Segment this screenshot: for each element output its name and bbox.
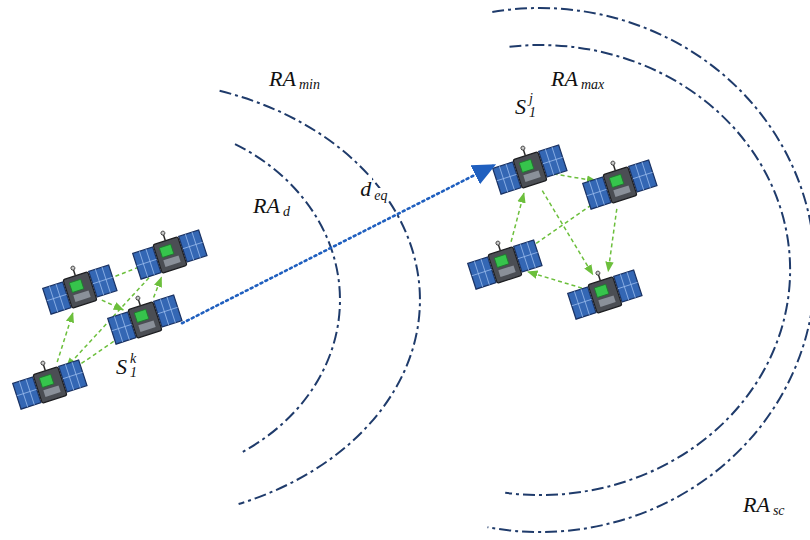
range-arc <box>220 91 420 504</box>
satellite-icon <box>464 230 543 290</box>
distance-arrow <box>182 165 494 323</box>
range-arc <box>505 45 790 495</box>
inter-satellite-links <box>57 174 617 372</box>
distance-symbol: d <box>359 176 372 201</box>
satellite-icon <box>104 285 183 345</box>
range-label: RA <box>742 492 771 517</box>
subscript-index: 1 <box>528 105 537 121</box>
satellite-icon <box>129 220 208 280</box>
subscript-label: max <box>580 77 605 93</box>
superscript-index: k <box>129 351 137 367</box>
link-line <box>542 191 592 275</box>
satellite-icon <box>39 255 118 315</box>
satellite-icon <box>564 260 643 320</box>
range-arc <box>488 8 810 532</box>
subscript-index: 1 <box>129 365 138 381</box>
satellite-node: S1k <box>108 288 182 396</box>
link-line <box>554 174 597 181</box>
link-line <box>154 277 162 297</box>
link-line <box>57 313 73 362</box>
link-line <box>608 209 617 271</box>
link-line <box>511 193 524 242</box>
satellite-icon <box>9 350 88 410</box>
satellite-icon <box>579 150 658 210</box>
satellite-icon <box>489 135 568 195</box>
range-label: RA <box>252 193 281 218</box>
satellite-symbol: S <box>115 354 128 379</box>
satellite-node: S1j <box>494 92 566 202</box>
range-arc <box>235 144 340 453</box>
range-label: RA <box>268 66 297 91</box>
subscript-label: min <box>298 77 321 93</box>
subscript-label: eq <box>373 188 388 204</box>
range-arcs <box>220 8 810 532</box>
subscript-label: d <box>282 204 291 220</box>
subscript-label: sc <box>772 503 786 519</box>
satellite-symbol: S <box>514 94 527 119</box>
link-line <box>528 272 582 288</box>
superscript-index: j <box>528 91 534 107</box>
satellites <box>9 135 658 410</box>
link-line <box>525 199 601 252</box>
range-label: RA <box>550 66 579 91</box>
